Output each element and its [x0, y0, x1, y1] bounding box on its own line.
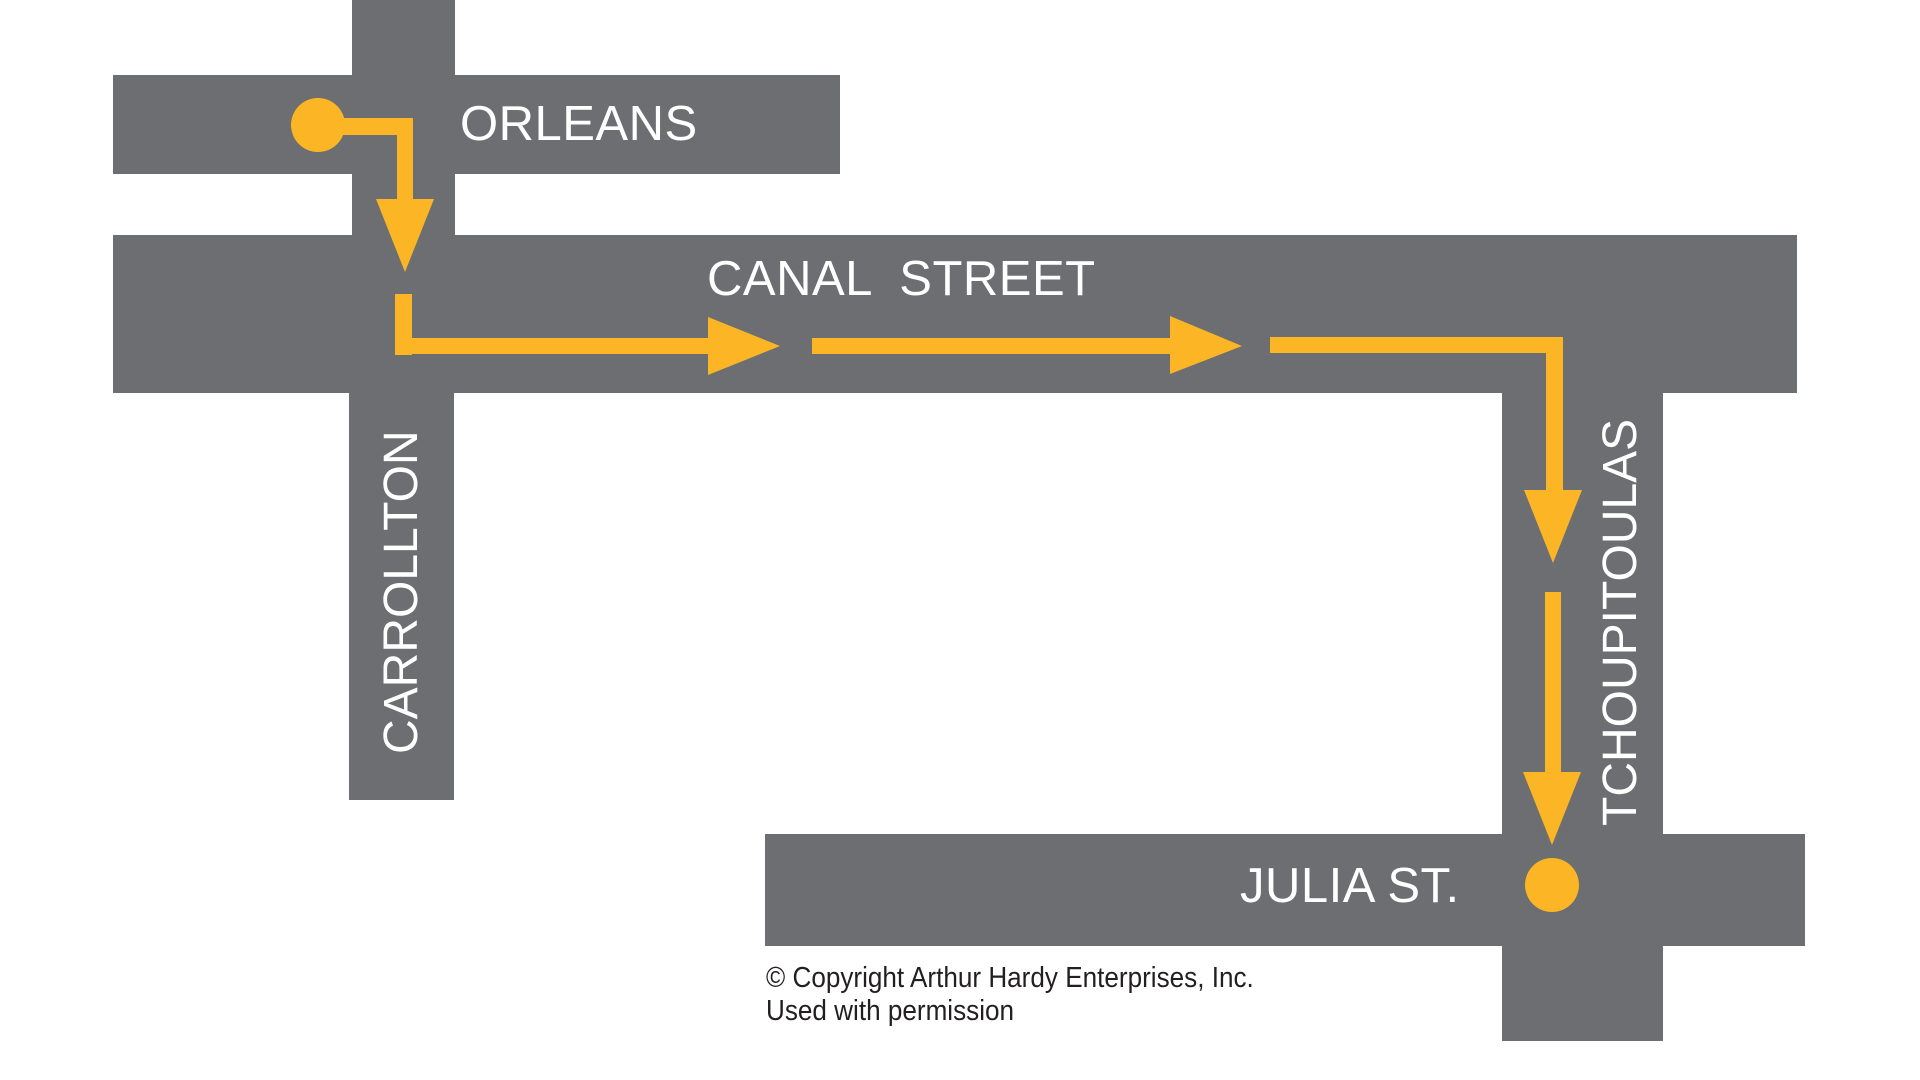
arrow-down-icon [376, 199, 434, 272]
route-segment-canal-2 [812, 338, 1172, 354]
street-label-canal: CANAL STREET [707, 252, 1096, 306]
copyright-line: © Copyright Arthur Hardy Enterprises, In… [766, 962, 1254, 994]
arrow-down-icon [1523, 772, 1581, 845]
arrow-right-icon [1170, 316, 1242, 374]
copyright-credit: © Copyright Arthur Hardy Enterprises, In… [766, 962, 1254, 1028]
permission-line: Used with permission [766, 995, 1015, 1027]
street-label-orleans: ORLEANS [460, 97, 698, 151]
street-carrollton-lower [349, 390, 454, 800]
route-segment-tchoupitoulas-1 [1546, 337, 1563, 493]
route-segment-orleans [318, 118, 413, 135]
end-marker-icon [1525, 858, 1579, 912]
route-segment-canal-1 [395, 338, 710, 354]
street-orleans [113, 75, 840, 174]
route-segment-canal-3 [1270, 337, 1563, 353]
route-segment-carrollton-down [397, 118, 413, 202]
arrow-right-icon [708, 317, 780, 375]
route-segment-tchoupitoulas-2 [1545, 592, 1561, 774]
street-julia [765, 834, 1805, 946]
street-label-julia: JULIA ST. [1240, 859, 1460, 913]
arrow-down-icon [1524, 490, 1582, 563]
street-canal [113, 235, 1797, 393]
